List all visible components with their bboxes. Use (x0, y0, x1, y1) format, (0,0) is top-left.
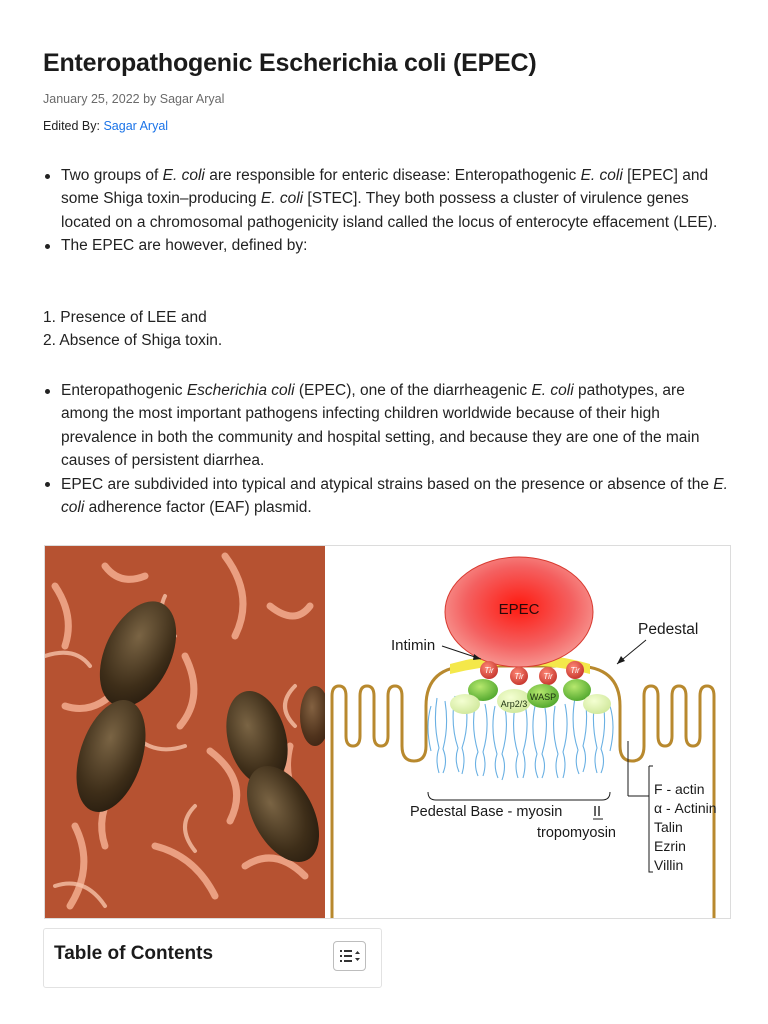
pedestal-base-label: Pedestal Base - myosin (410, 804, 562, 820)
list-item: The EPEC are however, defined by: (43, 234, 733, 257)
epec-label: EPEC (499, 601, 540, 618)
pedestal-label: Pedestal (638, 621, 698, 638)
intimin-label: Intimin (391, 637, 435, 654)
protein-item: Talin (654, 819, 683, 835)
tir-label: Tir (514, 672, 524, 681)
editor-link[interactable]: Sagar Aryal (103, 119, 169, 133)
table-of-contents: Table of Contents (43, 928, 382, 988)
intro-bullet-list: Two groups of E. coli are responsible fo… (43, 164, 733, 258)
micrograph-image (45, 546, 330, 918)
italic-term: Escherichia coli (186, 382, 295, 399)
italic-term: E. coli (260, 190, 304, 208)
list-item: EPEC are subdivided into typical and aty… (43, 473, 733, 520)
italic-term: E. coli (531, 382, 574, 399)
italic-term: E. coli (580, 167, 623, 184)
page-title: Enteropathogenic Escherichia coli (EPEC) (43, 49, 537, 77)
arp-label: Arp2/3 (501, 699, 528, 709)
definition-section: 1. Presence of LEE and 2. Absence of Shi… (43, 306, 733, 353)
list-toggle-icon (339, 950, 360, 962)
protein-list: F - actin α - Actinin Talin Ezrin Villin (654, 781, 717, 873)
tir-label: Tir (570, 666, 580, 675)
protein-item: Villin (654, 857, 683, 873)
tir-label: Tir (484, 666, 494, 675)
protein-item: Ezrin (654, 838, 686, 854)
list-item: Two groups of E. coli are responsible fo… (43, 164, 733, 234)
intro-section: Two groups of E. coli are responsible fo… (43, 164, 733, 258)
protein-item: F - actin (654, 781, 705, 797)
toc-title: Table of Contents (54, 943, 214, 964)
toc-toggle-button[interactable] (333, 941, 366, 971)
text-span: pathotypes, are among the most important… (61, 382, 700, 470)
definition-list: 1. Presence of LEE and 2. Absence of Shi… (43, 306, 733, 353)
text-span: The EPEC are however, defined by: (61, 237, 308, 255)
text-span: are responsible for enteric disease: Ent… (204, 167, 581, 184)
text-span: [STEC]. They both possess a cluster of v… (61, 190, 718, 231)
post-meta: January 25, 2022 by Sagar Aryal (43, 92, 225, 106)
tir-label: Tir (543, 672, 553, 681)
text-span: [EPEC] and some Shiga toxin–producing (61, 167, 709, 208)
list-item: 1. Presence of LEE and (43, 309, 207, 326)
details-bullet-list: Enteropathogenic Escherichia coli (EPEC)… (43, 379, 733, 519)
italic-term: E. coli (61, 475, 728, 517)
edited-by-label: Edited By: (43, 119, 104, 133)
text-span: EPEC are subdivided into typical and aty… (61, 475, 714, 493)
tropomyosin-label: tropomyosin (537, 825, 616, 841)
list-item: Enteropathogenic Escherichia coli (EPEC)… (43, 379, 733, 473)
edited-by: Edited By: Sagar Aryal (43, 119, 168, 133)
text-span: (EPEC), one of the diarrheagenic (294, 382, 532, 399)
text-span: Two groups of (61, 167, 163, 184)
list-item: 2. Absence of Shiga toxin. (43, 332, 223, 350)
text-span: adherence factor (EAF) plasmid. (84, 499, 312, 517)
myosin-roman-label: II (593, 804, 601, 820)
epec-figure: EPEC Tir Tir Tir Tir Arp2/3 WASP (44, 545, 731, 919)
wasp-label: WASP (530, 692, 556, 702)
pedestal-diagram: EPEC Tir Tir Tir Tir Arp2/3 WASP (325, 546, 730, 918)
details-section: Enteropathogenic Escherichia coli (EPEC)… (43, 379, 733, 519)
text-span: Enteropathogenic (61, 382, 187, 399)
protein-item: α - Actinin (654, 800, 717, 816)
italic-term: E. coli (162, 167, 205, 184)
